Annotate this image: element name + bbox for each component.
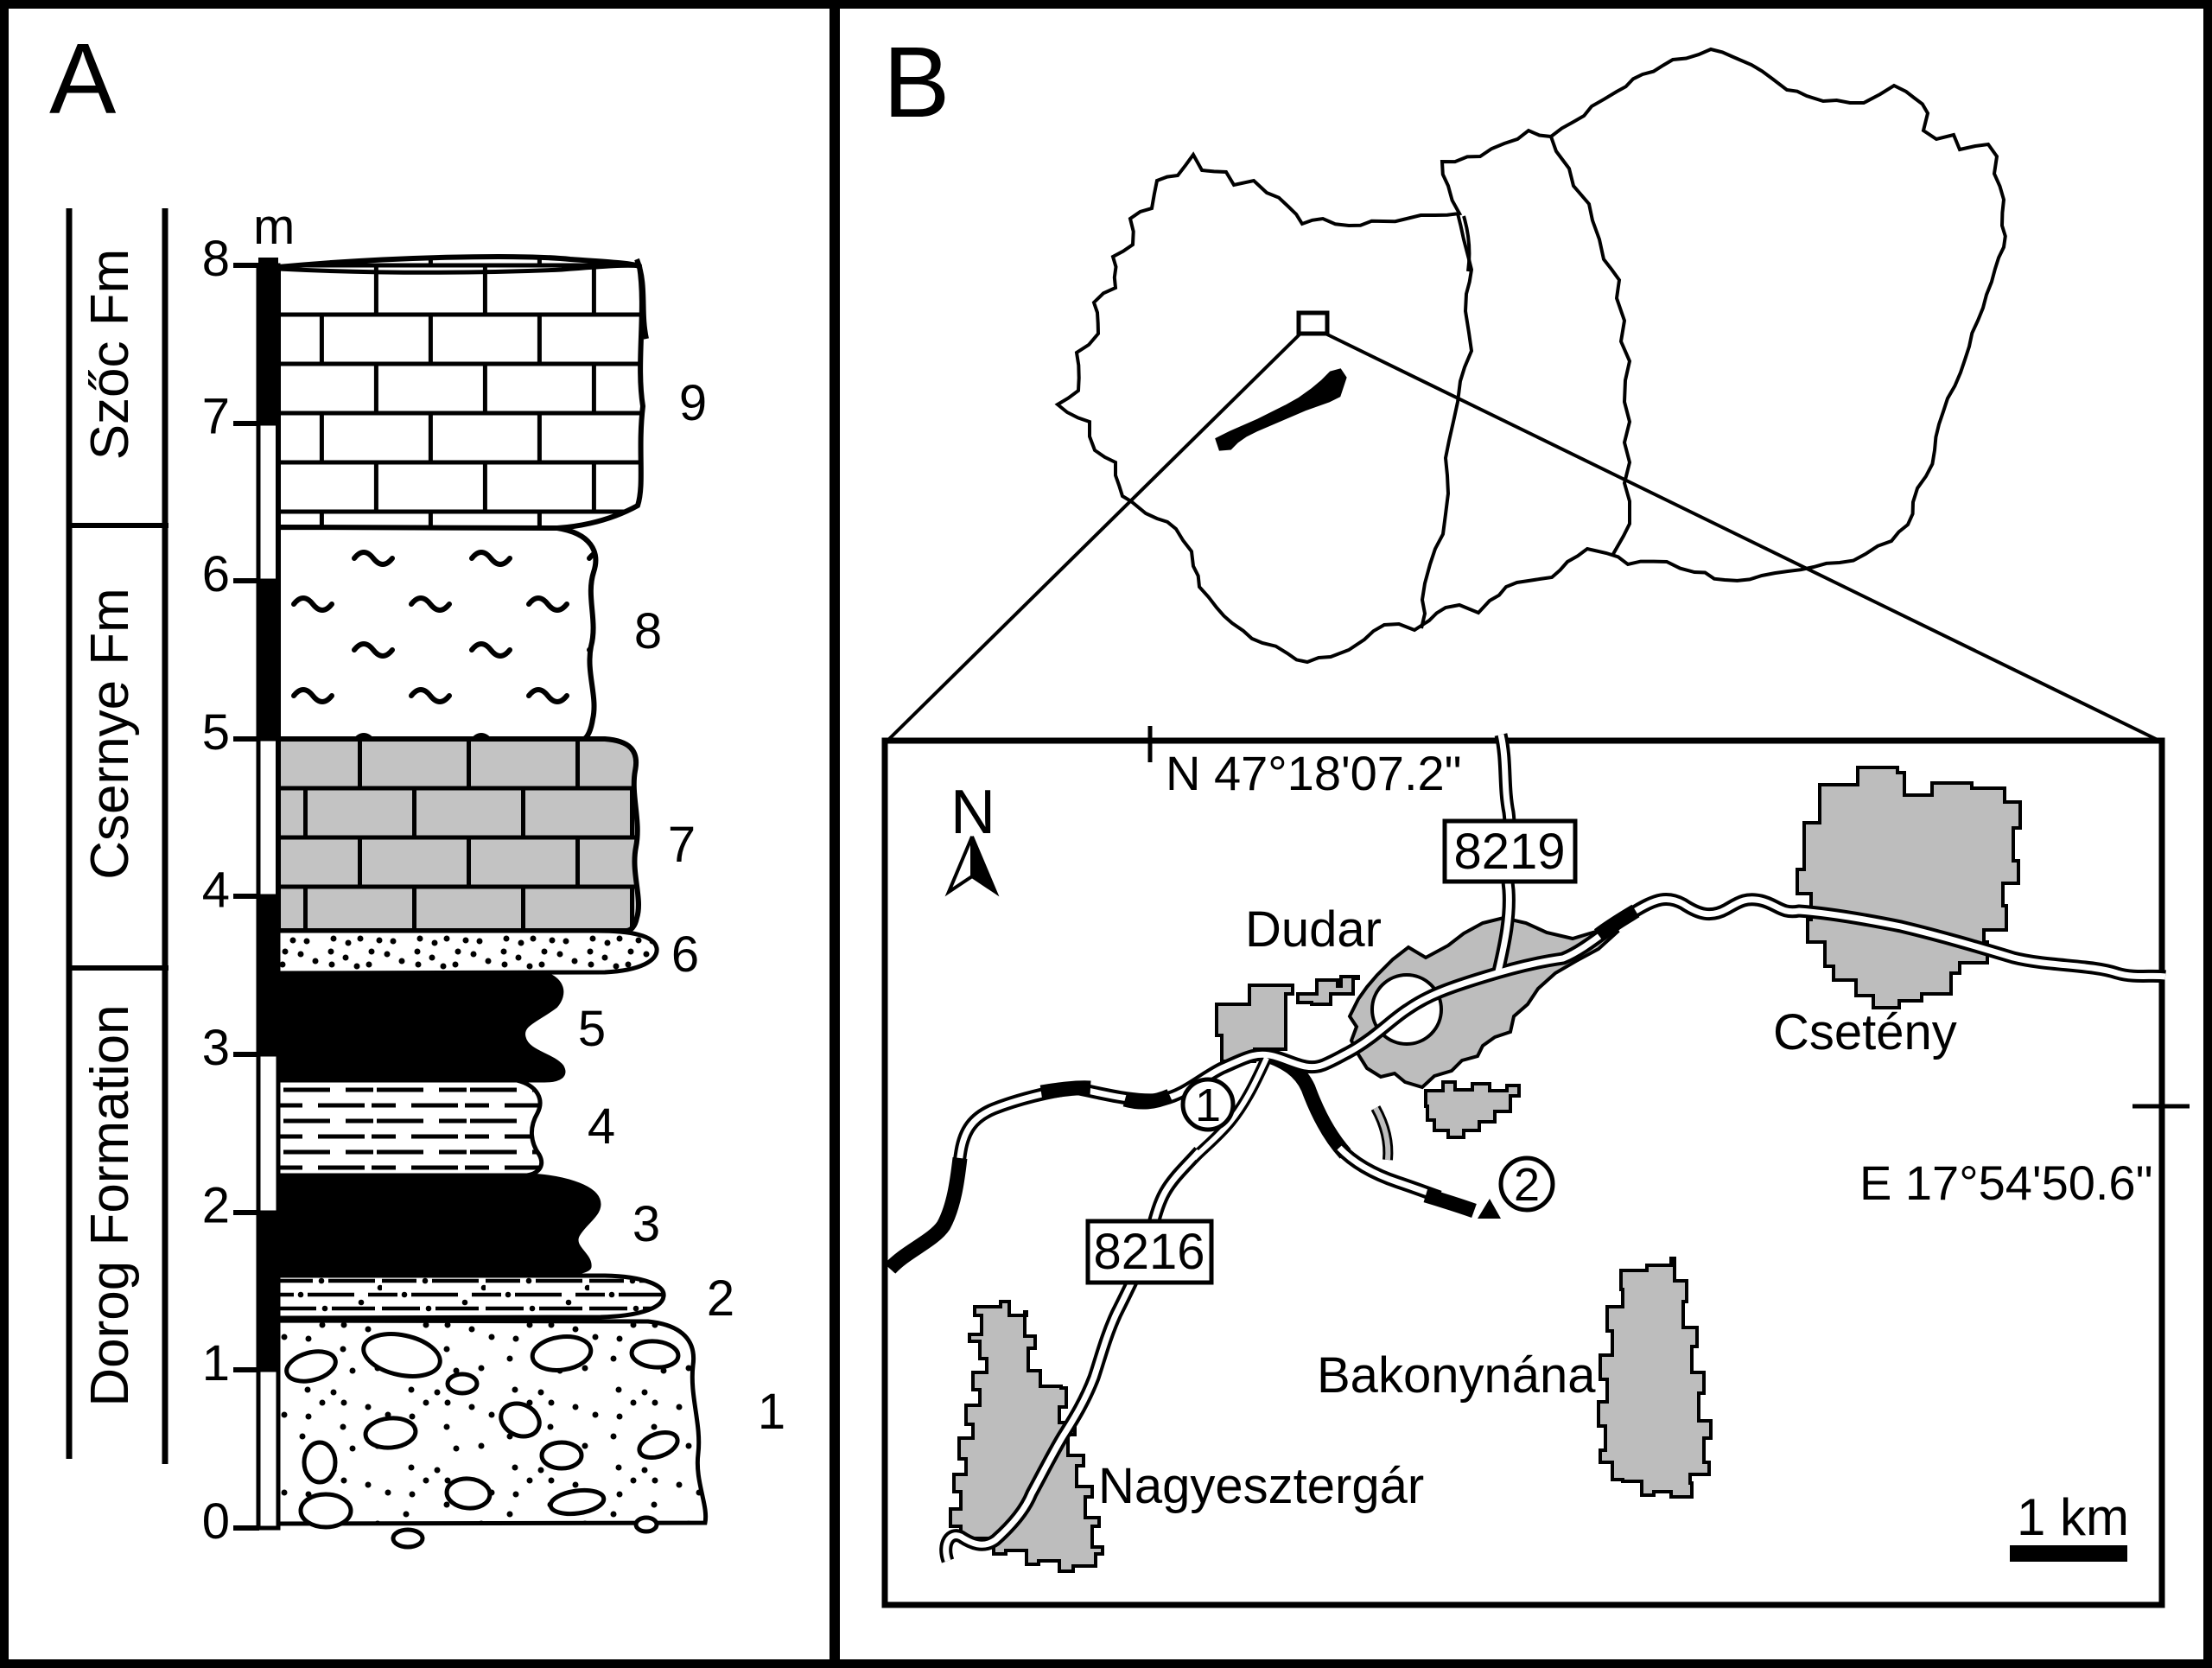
svg-text:5: 5 <box>578 1001 606 1057</box>
svg-text:2: 2 <box>1514 1159 1540 1211</box>
svg-text:Dudar: Dudar <box>1245 901 1382 958</box>
svg-text:8219: 8219 <box>1453 824 1565 880</box>
svg-text:B: B <box>883 26 950 138</box>
svg-text:Csetény: Csetény <box>1773 1004 1957 1060</box>
svg-text:4: 4 <box>202 862 230 918</box>
svg-text:7: 7 <box>202 389 230 445</box>
svg-text:A: A <box>49 22 117 135</box>
svg-text:Dorog Formation: Dorog Formation <box>80 1004 140 1406</box>
svg-text:1: 1 <box>202 1335 230 1391</box>
svg-text:8: 8 <box>202 231 230 287</box>
svg-text:Nagyesztergár: Nagyesztergár <box>1098 1458 1424 1514</box>
svg-text:E 17°54'50.6": E 17°54'50.6" <box>1859 1156 2152 1210</box>
svg-text:1: 1 <box>1195 1079 1221 1131</box>
svg-text:3: 3 <box>632 1196 660 1252</box>
svg-text:Szőc Fm: Szőc Fm <box>80 249 140 461</box>
svg-text:5: 5 <box>202 704 230 761</box>
svg-text:1: 1 <box>758 1384 785 1440</box>
svg-text:Bakonynána: Bakonynána <box>1317 1347 1596 1404</box>
svg-text:N 47°18'07.2": N 47°18'07.2" <box>1166 746 1462 800</box>
svg-text:7: 7 <box>668 817 696 873</box>
svg-text:2: 2 <box>707 1270 734 1327</box>
svg-text:4: 4 <box>588 1098 615 1155</box>
svg-text:N: N <box>950 778 995 847</box>
svg-text:8: 8 <box>634 603 662 659</box>
svg-text:8216: 8216 <box>1093 1224 1205 1280</box>
svg-text:1 km: 1 km <box>2017 1488 2129 1546</box>
svg-text:Csernye Fm: Csernye Fm <box>80 588 140 880</box>
svg-text:m: m <box>253 199 295 255</box>
svg-text:3: 3 <box>202 1020 230 1076</box>
svg-text:2: 2 <box>202 1178 230 1234</box>
svg-text:0: 0 <box>202 1493 230 1550</box>
svg-text:6: 6 <box>671 926 699 983</box>
svg-text:9: 9 <box>679 375 707 431</box>
svg-text:6: 6 <box>202 546 230 602</box>
